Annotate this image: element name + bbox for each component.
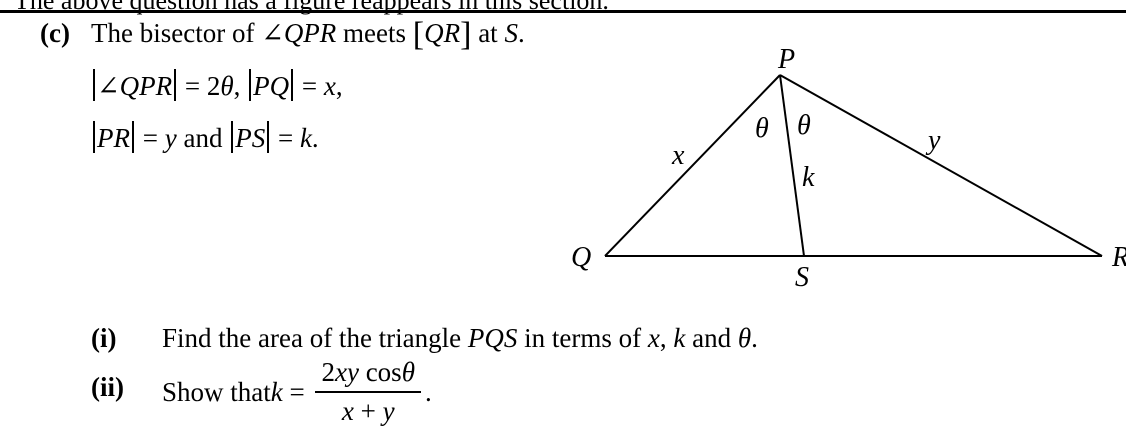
abs-bar <box>132 121 134 153</box>
point-s: S <box>504 18 518 48</box>
segment-pq: PQ <box>253 71 290 101</box>
question-i-text-a: Find the area of the triangle <box>162 323 468 353</box>
segment-pr: PR <box>97 123 130 153</box>
var-y: y <box>164 123 177 153</box>
segment-bracket-open: [ <box>412 16 425 53</box>
angle-symbol: ∠ <box>261 18 284 48</box>
equals: = <box>136 123 165 153</box>
angle-qpr: QPR <box>283 18 337 48</box>
var-k: k <box>673 323 686 353</box>
side-pr <box>779 74 1103 257</box>
angle-qpr: QPR <box>119 71 173 101</box>
abs-bar <box>174 69 177 101</box>
angle-theta-left: θ <box>755 113 769 144</box>
theta: θ <box>401 357 415 387</box>
part-c-label: (c) <box>40 18 70 48</box>
den-y: y <box>382 396 395 426</box>
question-ii-period: . <box>424 376 432 407</box>
line1-text-b: meets <box>336 18 413 48</box>
question-i-period: . <box>751 323 758 353</box>
part-c-line3: PR = y and PS = k. <box>91 121 319 154</box>
side-k-label: k <box>802 162 815 193</box>
comma: , <box>233 71 248 101</box>
question-ii-text-a: Show that <box>162 376 271 407</box>
den-plus: + <box>353 396 383 426</box>
equals: = <box>295 71 324 101</box>
line3-period: . <box>311 123 319 153</box>
num-xy: xy <box>334 357 359 387</box>
and-text: and <box>176 123 230 153</box>
vertex-r-label: R <box>1111 242 1126 273</box>
fraction-numerator: 2xy cosθ <box>315 357 421 393</box>
equals: = <box>271 123 300 153</box>
side-pq <box>604 74 781 257</box>
abs-bar <box>249 69 252 101</box>
part-c-line2: ∠QPR = 2θ, PQ = x, <box>91 69 343 102</box>
side-y-label: y <box>925 125 941 156</box>
segment-ps: PS <box>235 123 266 153</box>
var-x: x <box>323 71 336 101</box>
bisector-ps <box>779 74 805 257</box>
abs-bar <box>231 121 234 153</box>
triangle-pqs: PQS <box>467 323 518 353</box>
theta: θ <box>220 71 234 101</box>
comma: , <box>659 323 674 353</box>
angle-theta-right: θ <box>797 110 811 141</box>
line1-text-c: at <box>471 18 505 48</box>
line1-period: . <box>517 18 525 48</box>
theta: θ <box>737 323 752 353</box>
segment-bracket-close: ] <box>460 16 472 53</box>
vertex-s-label: S <box>795 262 809 293</box>
vertex-q-label: Q <box>571 242 591 273</box>
comma: , <box>335 71 343 101</box>
abs-bar <box>93 121 95 153</box>
question-i-text-b: in terms of <box>517 323 648 353</box>
fraction: 2xy cosθ x + y <box>315 357 421 427</box>
section-divider <box>0 10 1126 13</box>
var-k: k <box>270 376 283 407</box>
question-ii-label: (ii) <box>91 372 124 402</box>
abs-bar <box>267 121 270 153</box>
den-x: x <box>341 396 354 426</box>
question-i-text: Find the area of the triangle PQS in ter… <box>162 323 758 354</box>
num-coefficient: 2 <box>321 357 335 387</box>
part-c-line1: The bisector of ∠QPR meets [QR] at S. <box>91 16 525 54</box>
segment-qr: QR <box>424 18 461 48</box>
side-x-label: x <box>671 140 685 171</box>
question-ii-text: Show that k = 2xy cosθ x + y . <box>162 352 432 432</box>
abs-bar <box>93 69 95 101</box>
equals: = <box>282 376 312 407</box>
and-text: and <box>685 323 738 353</box>
fraction-denominator: x + y <box>336 393 401 427</box>
line1-text-a: The bisector of <box>91 18 262 48</box>
var-k: k <box>299 123 312 153</box>
abs-bar <box>291 69 294 101</box>
question-i-label: (i) <box>91 323 117 353</box>
num-cos: cos <box>358 357 402 387</box>
var-x: x <box>647 323 660 353</box>
vertex-p-label: P <box>777 44 795 75</box>
angle-symbol: ∠ <box>97 71 120 101</box>
equals-two: = 2 <box>178 71 221 101</box>
